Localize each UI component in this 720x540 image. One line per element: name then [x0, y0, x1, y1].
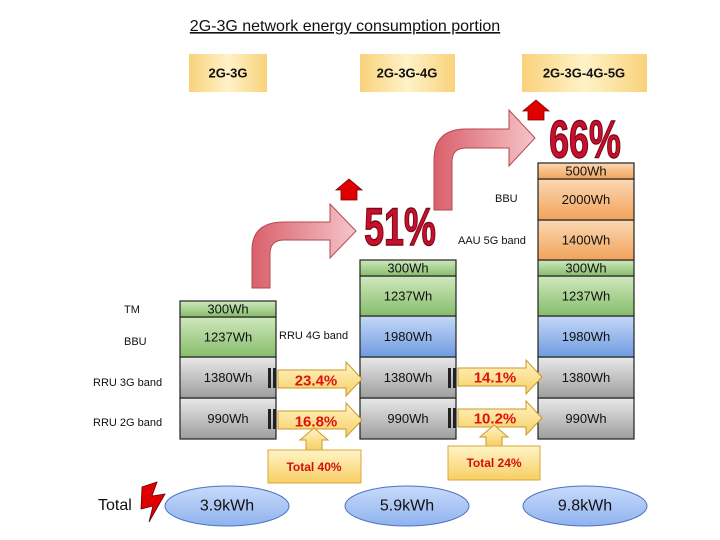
stack-segment — [537, 315, 635, 358]
segment-value-label: 1380Wh — [562, 370, 610, 385]
segment-value-label: 300Wh — [565, 261, 606, 276]
increase-percent: 16.8% — [295, 414, 338, 431]
stack-segment — [537, 178, 635, 221]
increase-percent: 14.1% — [474, 370, 517, 387]
stack-segment — [179, 300, 277, 318]
segment-value-label: 2000Wh — [562, 192, 610, 207]
segment-value-label: 990Wh — [387, 411, 428, 426]
total-value: 3.9kWh — [200, 498, 254, 515]
header-badge-2g3g: 2G-3G — [189, 54, 267, 92]
increase-arrow-2g-1: 16.8% — [268, 401, 363, 439]
increase-arrow-3g-2: 14.1% — [448, 358, 543, 396]
stack-segment — [359, 259, 457, 277]
segment-value-label: 1980Wh — [384, 329, 432, 344]
header-badge-2g3g4g: 2G-3G-4G — [360, 54, 455, 92]
segment-value-label: 300Wh — [387, 261, 428, 276]
stack-column-1: 990Wh 1380Wh 1237Wh 300Wh — [179, 300, 277, 440]
lightning-icon — [140, 481, 166, 523]
up-arrow-icon — [334, 178, 364, 201]
total-ellipse-3: 9.8kWh — [522, 485, 648, 527]
increase-arrow-3g-1: 23.4% — [268, 360, 363, 398]
total-percent-label: Total 24% — [466, 456, 521, 470]
total-label: Total — [98, 497, 132, 514]
increase-percent: 10.2% — [474, 411, 517, 428]
up-arrow-icon — [521, 99, 551, 121]
label-aau-5g: AAU 5G band — [458, 235, 526, 247]
total-ellipse-2: 5.9kWh — [344, 485, 470, 527]
stack-segment — [359, 315, 457, 358]
total-value: 5.9kWh — [380, 498, 434, 515]
total-ellipse-1: 3.9kWh — [164, 485, 290, 527]
label-bbu: BBU — [124, 336, 147, 348]
growth-percent-66: 66% — [549, 110, 621, 170]
total-percent-label: Total 40% — [286, 460, 341, 474]
label-tm: TM — [124, 304, 140, 316]
stack-segment — [537, 219, 635, 261]
header-label: 2G-3G-4G — [377, 66, 438, 81]
stack-segment — [179, 356, 277, 399]
segment-value-label: 1980Wh — [562, 329, 610, 344]
segment-value-label: 1380Wh — [384, 370, 432, 385]
label-rru-4g: RRU 4G band — [279, 330, 348, 342]
segment-value-label: 1400Wh — [562, 233, 610, 248]
stack-segment — [537, 275, 635, 317]
total-callout-1: Total 40% — [267, 427, 362, 484]
growth-arrow-2 — [433, 108, 536, 211]
label-rru-3g: RRU 3G band — [93, 377, 162, 389]
segment-value-label: 500Wh — [565, 164, 606, 179]
label-rru-2g: RRU 2G band — [93, 417, 162, 429]
header-label: 2G-3G-4G-5G — [543, 66, 625, 81]
total-callout-2: Total 24% — [447, 424, 541, 481]
increase-arrow-2g-2: 10.2% — [448, 399, 543, 437]
segment-value-label: 1380Wh — [204, 370, 252, 385]
page-title: 2G-3G network energy consumption portion — [190, 18, 500, 35]
stack-segment — [537, 162, 635, 180]
segment-value-label: 990Wh — [207, 411, 248, 426]
total-value: 9.8kWh — [558, 498, 612, 515]
stack-column-2: 990Wh 1380Wh 1980Wh 1237Wh 300Wh — [359, 259, 457, 440]
segment-value-label: 300Wh — [207, 302, 248, 317]
stacked-columns: 990Wh 1380Wh 1237Wh 300Wh 990Wh 1380Wh 1980Wh 1… — [179, 162, 635, 440]
growth-percent-51: 51% — [364, 197, 436, 257]
header-badge-2g3g4g5g: 2G-3G-4G-5G — [522, 54, 647, 92]
segment-value-label: 1237Wh — [562, 289, 610, 304]
header-label: 2G-3G — [208, 66, 247, 81]
stack-column-3: 990Wh 1380Wh 1980Wh 1237Wh 300Wh 1400Wh 2000Wh… — [537, 162, 635, 440]
segment-value-label: 990Wh — [565, 411, 606, 426]
segment-value-label: 1237Wh — [384, 289, 432, 304]
segment-value-label: 1237Wh — [204, 330, 252, 345]
growth-arrow-1 — [251, 202, 357, 289]
label-bbu-5g: BBU — [495, 193, 518, 205]
stack-segment — [359, 275, 457, 317]
increase-percent: 23.4% — [295, 373, 338, 390]
